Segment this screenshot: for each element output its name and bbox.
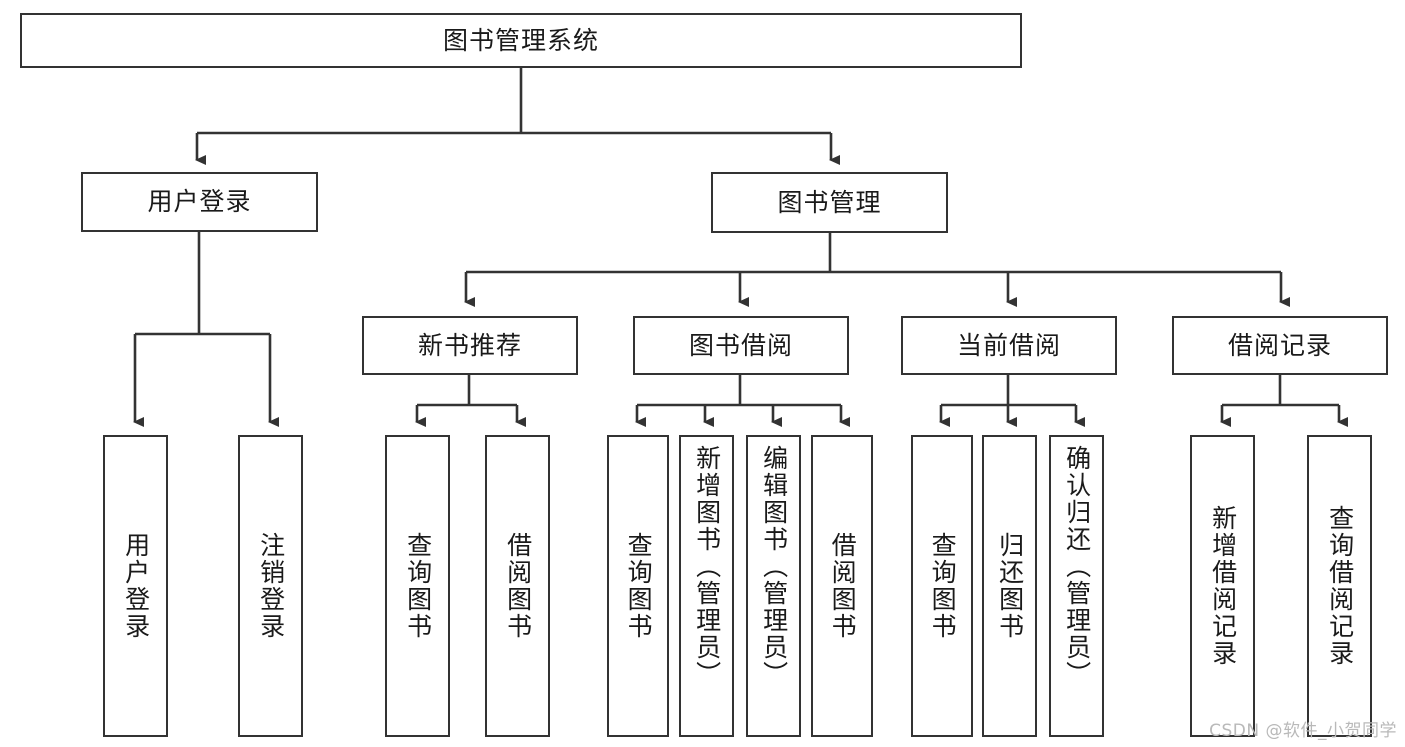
leaf-query-book-current[interactable]: 查询图书 [911, 435, 973, 737]
node-root-system[interactable]: 图书管理系统 [20, 13, 1022, 68]
node-label: 编辑图书（管理员） [759, 445, 789, 688]
node-label: 图书借阅 [688, 330, 793, 360]
node-label: 用户登录 [121, 532, 151, 640]
node-label: 确认归还（管理员） [1062, 445, 1092, 688]
leaf-logout-login[interactable]: 注销登录 [238, 435, 303, 737]
node-user-login[interactable]: 用户登录 [81, 172, 318, 232]
node-label: 归还图书 [995, 532, 1025, 640]
node-label: 借阅图书 [828, 532, 858, 640]
node-label: 查询图书 [624, 532, 654, 640]
node-label: 新增借阅记录 [1208, 505, 1238, 667]
leaf-edit-book-admin[interactable]: 编辑图书（管理员） [746, 435, 801, 737]
leaf-return-book[interactable]: 归还图书 [982, 435, 1037, 737]
leaf-borrow-book-recommend[interactable]: 借阅图书 [485, 435, 550, 737]
node-label: 新书推荐 [417, 330, 522, 360]
node-label: 查询借阅记录 [1325, 505, 1355, 667]
csdn-watermark: CSDN @软件_小贺同学 [1209, 721, 1397, 741]
node-label: 注销登录 [256, 532, 286, 640]
leaf-add-borrow-record[interactable]: 新增借阅记录 [1190, 435, 1255, 737]
leaf-query-book-borrow[interactable]: 查询图书 [607, 435, 669, 737]
node-label: 新增图书（管理员） [692, 445, 722, 688]
node-label: 用户登录 [147, 187, 252, 217]
node-label: 查询图书 [928, 532, 958, 640]
leaf-confirm-return-admin[interactable]: 确认归还（管理员） [1049, 435, 1104, 737]
leaf-add-book-admin[interactable]: 新增图书（管理员） [679, 435, 734, 737]
node-book-borrow[interactable]: 图书借阅 [633, 316, 849, 375]
node-book-management[interactable]: 图书管理 [711, 172, 948, 233]
node-new-book-recommend[interactable]: 新书推荐 [362, 316, 578, 375]
node-label: 借阅记录 [1227, 330, 1332, 360]
node-label: 借阅图书 [503, 532, 533, 640]
leaf-query-book-recommend[interactable]: 查询图书 [385, 435, 450, 737]
node-current-borrow[interactable]: 当前借阅 [901, 316, 1117, 375]
node-label: 图书管理系统 [442, 25, 599, 55]
node-label: 图书管理 [777, 187, 882, 217]
leaf-query-borrow-record[interactable]: 查询借阅记录 [1307, 435, 1372, 737]
node-label: 查询图书 [403, 532, 433, 640]
leaf-borrow-book[interactable]: 借阅图书 [811, 435, 873, 737]
node-label: 当前借阅 [956, 330, 1061, 360]
leaf-user-login[interactable]: 用户登录 [103, 435, 168, 737]
node-borrow-records[interactable]: 借阅记录 [1172, 316, 1388, 375]
